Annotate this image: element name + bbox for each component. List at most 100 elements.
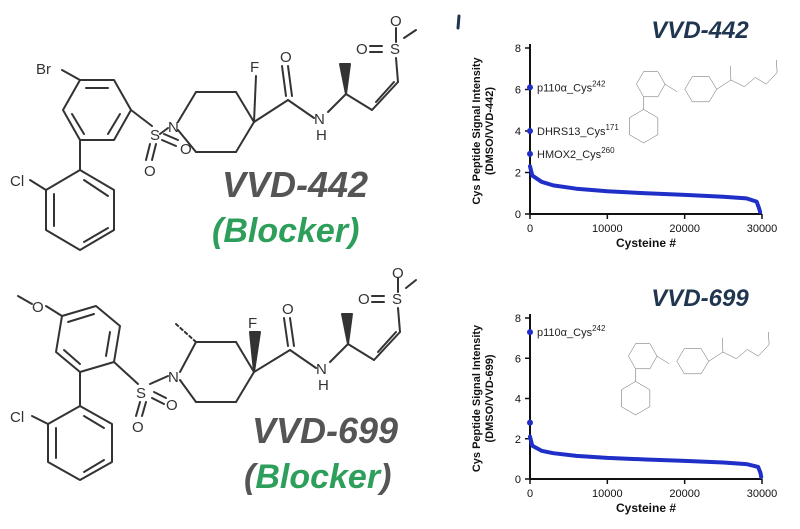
data-point <box>527 150 533 157</box>
data-point <box>527 128 533 134</box>
data-label-text: p110α_Cys <box>537 82 593 94</box>
data-label-superscript: 242 <box>592 324 606 333</box>
inset-bond <box>768 331 770 345</box>
atom-n: N <box>168 369 179 386</box>
inset-bond <box>744 77 756 87</box>
atom-cl: Cl <box>10 409 24 426</box>
inset-bond <box>649 356 658 369</box>
inset-bond <box>708 351 724 362</box>
x-tick-label: 20000 <box>669 488 700 500</box>
inset-bond <box>684 89 693 102</box>
atom-s: S <box>392 291 402 308</box>
inset-bond <box>657 84 666 97</box>
data-point <box>527 329 533 336</box>
inset-bond <box>729 65 732 81</box>
structure-vvd-442: Br Cl S O O N F O N H S O O <box>10 13 417 251</box>
role-label: Blocker <box>255 458 381 496</box>
y-tick-label: 4 <box>515 394 521 406</box>
inset-bond <box>649 343 658 357</box>
inset-bond <box>766 72 778 85</box>
data-label: HMOX2_Cys260 <box>537 146 615 161</box>
y-axis-label: Cys Peptide Signal Intensity <box>471 324 483 472</box>
x-tick-label: 30000 <box>747 488 778 500</box>
inset-bond <box>716 79 732 90</box>
inset-bond <box>736 349 748 359</box>
atom-o: O <box>166 397 178 414</box>
atom-n: N <box>316 361 327 378</box>
compound-name-vvd-699: VVD-699 <box>252 410 399 451</box>
atom-cl: Cl <box>10 173 24 190</box>
inset-bond <box>657 71 666 85</box>
x-tick-label: 0 <box>527 223 533 235</box>
inset-bond <box>629 109 644 118</box>
x-tick-label: 30000 <box>747 223 778 235</box>
x-tick-label: 20000 <box>669 223 700 235</box>
atom-o: O <box>356 41 368 58</box>
data-label-superscript: 171 <box>605 123 619 132</box>
inset-bond <box>629 134 644 144</box>
y-tick-label: 2 <box>515 434 521 446</box>
role-paren-open: ( <box>244 458 256 496</box>
inset-bond <box>747 349 759 357</box>
inset-bond <box>635 381 650 390</box>
y-tick-label: 6 <box>515 353 521 365</box>
atom-o: O <box>392 266 404 282</box>
inset-bond <box>708 89 717 102</box>
chart-title: VVD-442 <box>651 17 749 44</box>
atom-o: O <box>358 291 370 308</box>
data-label-text: HMOX2_Cys <box>537 149 602 161</box>
atom-f: F <box>248 315 257 332</box>
compound-role-vvd-442: (Blocker) <box>212 212 359 251</box>
inset-bond <box>676 348 685 362</box>
inset-structure-icon <box>621 331 770 416</box>
data-label: p110α_Cys242 <box>537 324 606 339</box>
inset-bond <box>664 84 678 92</box>
role-paren-close: ) <box>380 458 392 496</box>
inset-bond <box>700 361 709 374</box>
y-tick-label: 2 <box>515 168 521 180</box>
y-tick-label: 0 <box>515 474 521 486</box>
y-axis-label-secondary: (DMSO/VVD-699) <box>484 354 496 442</box>
inset-bond <box>776 59 778 73</box>
atom-o-methoxy: O <box>32 299 44 316</box>
compound-name-vvd-442: VVD-442 <box>222 164 369 205</box>
inset-bond <box>628 356 636 369</box>
x-axis-label: Cysteine # <box>616 236 676 250</box>
data-label-text: p110α_Cys <box>537 327 593 339</box>
series-line <box>528 434 764 479</box>
inset-bond <box>656 356 670 364</box>
y-tick-label: 8 <box>515 43 521 55</box>
atom-n: N <box>168 119 179 136</box>
y-tick-label: 4 <box>515 126 521 138</box>
inset-bond <box>708 76 717 90</box>
inset-bond <box>722 351 737 359</box>
data-label: p110α_Cys242 <box>537 79 606 94</box>
inset-bond <box>628 343 636 357</box>
data-label-text: DHRS13_Cys <box>537 126 606 138</box>
y-tick-label: 0 <box>515 209 521 221</box>
atom-h: H <box>318 377 329 394</box>
inset-bond <box>643 109 658 118</box>
atom-s: S <box>150 127 160 144</box>
inset-bond <box>684 76 693 90</box>
inset-bond <box>621 406 636 416</box>
inset-bond <box>636 84 644 97</box>
atom-h: H <box>316 127 327 144</box>
inset-bond <box>700 348 709 362</box>
x-tick-label: 10000 <box>592 223 623 235</box>
chart-title: VVD-699 <box>651 285 749 312</box>
atom-br: Br <box>36 61 51 78</box>
x-axis-label: Cysteine # <box>616 501 676 515</box>
inset-bond <box>621 381 636 390</box>
atom-o: O <box>180 141 192 158</box>
role-label: Blocker <box>223 212 349 250</box>
y-axis-label-secondary: (DMSO/VVD-442) <box>484 87 496 175</box>
inset-bond <box>755 77 767 85</box>
y-axis-label: Cys Peptide Signal Intensity <box>471 56 483 204</box>
inset-bond <box>643 134 658 144</box>
compound-role-vvd-699: (Blocker) <box>244 458 391 497</box>
y-tick-label: 8 <box>515 313 521 325</box>
atom-o: O <box>390 13 402 30</box>
x-tick-label: 10000 <box>592 488 623 500</box>
